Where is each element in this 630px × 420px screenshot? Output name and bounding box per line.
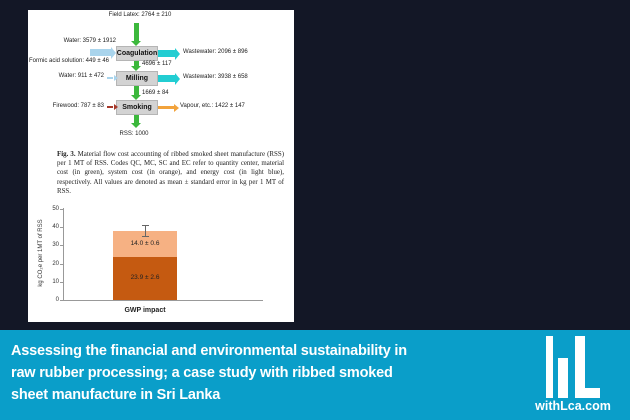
flow-input-water-coagulation: Water: 3579 ± 1912 [63,38,116,44]
process-box-milling: Milling [116,71,158,86]
chart-y-axis-label: kg CO₂e per 1MT of RSS [38,219,44,287]
flow-arrow-right-icon [158,50,175,57]
flow-arrow-down-icon [131,115,141,128]
y-tick-label: 40 [52,224,59,230]
flow-arrow-right-icon [158,75,175,82]
brand-logo: withLca.com [523,336,623,413]
flow-arrow-down-icon [131,23,141,46]
title-banner: Assessing the financial and environmenta… [0,330,630,420]
flow-arrow-down-icon [131,61,141,71]
flow-output-wastewater-coagulation: Wastewater: 2096 ± 896 [183,49,248,55]
y-tick [60,245,63,246]
logo-bar [558,358,568,398]
flow-input-firewood: Firewood: 787 ± 83 [52,103,104,109]
logo-bar [575,336,585,398]
figure-panel: Field Latex: 2764 ± 210 Coagulation Wate… [28,10,294,322]
flow-arrow-down-icon [131,86,141,100]
brand-name: withLca.com [535,399,611,413]
logo-bar [546,336,553,398]
y-tick-label: 10 [52,279,59,285]
flow-input-field-latex: Field Latex: 2764 ± 210 [108,12,172,18]
y-tick [60,282,63,283]
error-bar-cap [142,225,149,226]
logo-bar [585,388,600,398]
flow-arrow-right-icon [90,49,111,56]
bar-label-upper: 14.0 ± 0.6 [130,240,160,247]
flow-output-rss: RSS: 1000 [119,131,149,137]
flow-arrow-right-icon [107,106,113,108]
chart-y-axis [63,208,64,301]
y-tick-label: 0 [55,297,59,303]
figure-caption: Fig. 3. Material flow cost accounting of… [57,150,284,196]
bar-chart-logo-icon [544,336,602,399]
y-tick [60,227,63,228]
title-line: raw rubber processing; a case study with… [11,365,393,381]
flow-arrow-right-icon [107,77,113,79]
flow-output-vapour: Vapour, etc.: 1422 ± 147 [180,103,245,109]
y-tick-label: 50 [52,206,59,212]
title-line: Assessing the financial and environmenta… [11,343,407,359]
y-tick-label: 30 [52,242,59,248]
y-tick-label: 20 [52,261,59,267]
figure-caption-label: Fig. 3. [57,151,76,158]
bar-label-lower: 23.9 ± 2.6 [130,274,160,281]
chart-x-axis-label: GWP impact [124,307,166,314]
flow-value-milling-to-smoking: 1669 ± 84 [142,90,169,96]
paper-title: Assessing the financial and environmenta… [11,340,407,406]
process-box-smoking: Smoking [116,100,158,115]
flow-input-formic-acid: Formic acid solution: 449 ± 46 [29,58,109,64]
y-tick [60,209,63,210]
y-tick [60,264,63,265]
process-box-coagulation: Coagulation [116,46,158,61]
flow-input-water-milling: Water: 911 ± 472 [58,73,104,79]
y-tick [60,300,63,301]
error-bar [145,225,146,236]
figure-caption-text: Material flow cost accounting of ribbed … [57,151,284,195]
error-bar-cap [142,236,149,237]
chart-x-axis [63,300,263,301]
flow-output-wastewater-milling: Wastewater: 3938 ± 658 [183,74,248,80]
title-line: sheet manufacture in Sri Lanka [11,387,221,403]
flow-arrow-right-icon [158,106,174,109]
flow-value-coagulation-to-milling: 4696 ± 117 [142,61,172,67]
bar-segment-lower [113,257,177,300]
